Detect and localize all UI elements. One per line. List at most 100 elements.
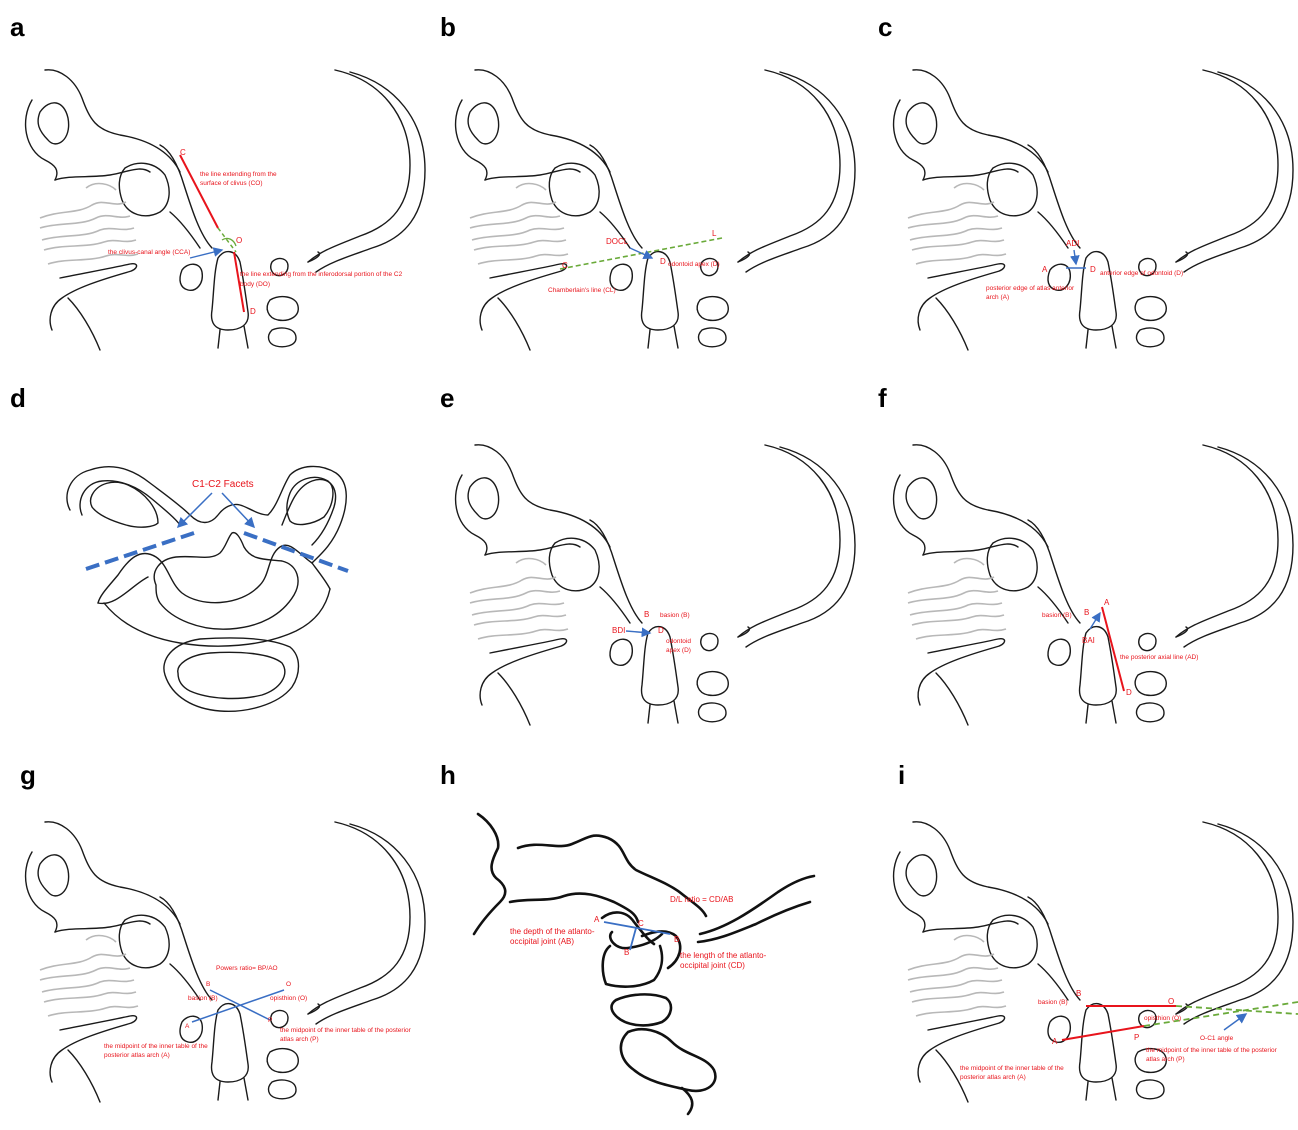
facets-label: C1-C2 Facets (192, 479, 254, 490)
point-a: A (1052, 1037, 1058, 1046)
point-c: C (180, 148, 186, 157)
panel-c: c ADI A D anterior edge of odontoid (D) … (868, 0, 1298, 370)
panel-g-diagram: B O A P Powers ratio= BP/AO basion (B) o… (0, 752, 430, 1122)
panel-e: e B D BDI basion (B) odontoid apex (D) (430, 375, 860, 745)
a-desc-2: posterior atlas arch (A) (104, 1052, 170, 1059)
point-c: C (562, 261, 568, 270)
basion-desc: basion (B) (188, 995, 218, 1002)
point-d: D (658, 626, 664, 635)
apex-desc-1: odontoid (666, 638, 691, 645)
oc1-arrow (1224, 1014, 1246, 1030)
a-desc-1: the midpoint of the inner table of the (104, 1043, 208, 1050)
basion-desc: basion (B) (660, 612, 690, 619)
panel-b: b C L D DOCL Chamberlain's line (CL) odo… (430, 0, 860, 370)
p-desc-1: the midpoint of the inner table of the p… (1146, 1047, 1278, 1054)
post-edge-desc-1: posterior edge of atlas anterior (986, 285, 1075, 292)
point-d: D (250, 307, 256, 316)
panel-f: f B A D BAI basion (B) the posterior axi… (868, 375, 1298, 745)
cca-desc: the clivus-canal angle (CCA) (108, 249, 190, 256)
opisthion-desc: opisthion (O) (270, 995, 307, 1002)
panel-e-diagram: B D BDI basion (B) odontoid apex (D) (430, 375, 860, 745)
point-d: D (660, 257, 666, 266)
point-b: B (1084, 608, 1089, 617)
panel-g: g B O A P Powers ratio= BP/AO basion (B)… (0, 752, 430, 1122)
panel-a-diagram: C O D the line extending from the surfac… (0, 0, 430, 370)
docl-label: DOCL (606, 237, 629, 246)
point-a: A (1042, 265, 1048, 274)
bdi-arrow (626, 631, 650, 633)
point-a: A (1104, 598, 1110, 607)
panel-label-g: g (20, 760, 36, 791)
point-a: A (594, 915, 600, 924)
panel-label-f: f (878, 383, 887, 414)
point-b: B (674, 935, 679, 944)
apex-desc-2: apex (D) (666, 647, 691, 654)
co-desc-2: surface of clivus (CO) (200, 180, 263, 187)
adi-arrow (1074, 250, 1076, 264)
panel-i-diagram: B O A P basion (B) opisthion (O) O-C1 an… (868, 752, 1298, 1122)
basion-desc: basion (B) (1038, 999, 1068, 1006)
point-o: O (286, 981, 291, 988)
panel-label-e: e (440, 383, 454, 414)
depth-desc-2: occipital joint (AB) (510, 937, 574, 946)
panel-label-c: c (878, 12, 892, 43)
point-b: B (644, 610, 649, 619)
panel-label-a: a (10, 12, 24, 43)
basion-desc: basion (B) (1042, 612, 1072, 619)
point-p: P (268, 1017, 272, 1024)
panel-c-diagram: ADI A D anterior edge of odontoid (D) po… (868, 0, 1298, 370)
point-o: O (1168, 997, 1174, 1006)
point-d: D (1126, 688, 1132, 697)
facet-arrow-right (222, 493, 254, 527)
point-c: C (638, 919, 644, 928)
co-extension (218, 228, 236, 252)
point-a: A (185, 1023, 190, 1030)
apex-desc: odontoid apex (D) (668, 261, 720, 268)
bai-label: BAI (1082, 636, 1095, 645)
length-desc-1: the length of the atlanto- (680, 951, 767, 960)
do-desc-2: body (DO) (240, 281, 270, 288)
p-desc-1: the midpoint of the inner table of the p… (280, 1027, 412, 1034)
panel-i: i B O A P basion (B) opisthion (O) O-C1 … (868, 752, 1298, 1122)
a-desc-1: the midpoint of the inner table of the (960, 1065, 1064, 1072)
oc1-label: O-C1 angle (1200, 1035, 1234, 1042)
point-b: B (1076, 989, 1081, 998)
posterior-axial-line (1102, 607, 1124, 691)
panel-f-diagram: B A D BAI basion (B) the posterior axial… (868, 375, 1298, 745)
depth-desc-1: the depth of the atlanto- (510, 927, 595, 936)
adi-label: ADI (1066, 239, 1079, 248)
ap-line (1062, 1026, 1144, 1040)
cca-arrow (190, 250, 222, 258)
facet-line-left (86, 533, 194, 569)
opisthion-desc: opisthion (O) (1144, 1015, 1181, 1022)
do-desc-1: the line extending from the inferodorsal… (240, 271, 403, 278)
panel-h-diagram: A C B B D/L ratio = CD/AB the depth of t… (430, 752, 860, 1122)
panel-label-h: h (440, 760, 456, 791)
panel-d: d C1-C2 Facets (0, 375, 430, 745)
panel-d-diagram: C1-C2 Facets (0, 375, 430, 745)
point-o: O (236, 236, 242, 245)
bo-extension (1176, 1006, 1298, 1014)
post-edge-desc-2: arch (A) (986, 294, 1009, 301)
a-desc-2: posterior atlas arch (A) (960, 1074, 1026, 1081)
point-d: D (1090, 265, 1096, 274)
bdi-label: BDI (612, 626, 625, 635)
panel-label-d: d (10, 383, 26, 414)
co-desc-1: the line extending from the (200, 171, 277, 178)
dl-ratio: D/L ratio = CD/AB (670, 895, 734, 904)
pal-desc: the posterior axial line (AD) (1120, 654, 1198, 661)
point-b-lower: B (624, 948, 629, 957)
p-desc-2: atlas arch (P) (1146, 1056, 1185, 1063)
point-b: B (206, 981, 210, 988)
p-desc-2: atlas arch (P) (280, 1036, 319, 1043)
panel-a: a C O D the line extending from the surf… (0, 0, 430, 370)
powers-ratio: Powers ratio= BP/AO (216, 965, 278, 972)
length-desc-2: occipital joint (CD) (680, 961, 745, 970)
panel-label-i: i (898, 760, 905, 791)
panel-h: h A C B B D/L ratio = CD/AB (430, 752, 860, 1122)
docl-arrow (630, 248, 652, 258)
point-l: L (712, 229, 717, 238)
cl-desc: Chamberlain's line (CL) (548, 287, 616, 294)
panel-b-diagram: C L D DOCL Chamberlain's line (CL) odont… (430, 0, 860, 370)
